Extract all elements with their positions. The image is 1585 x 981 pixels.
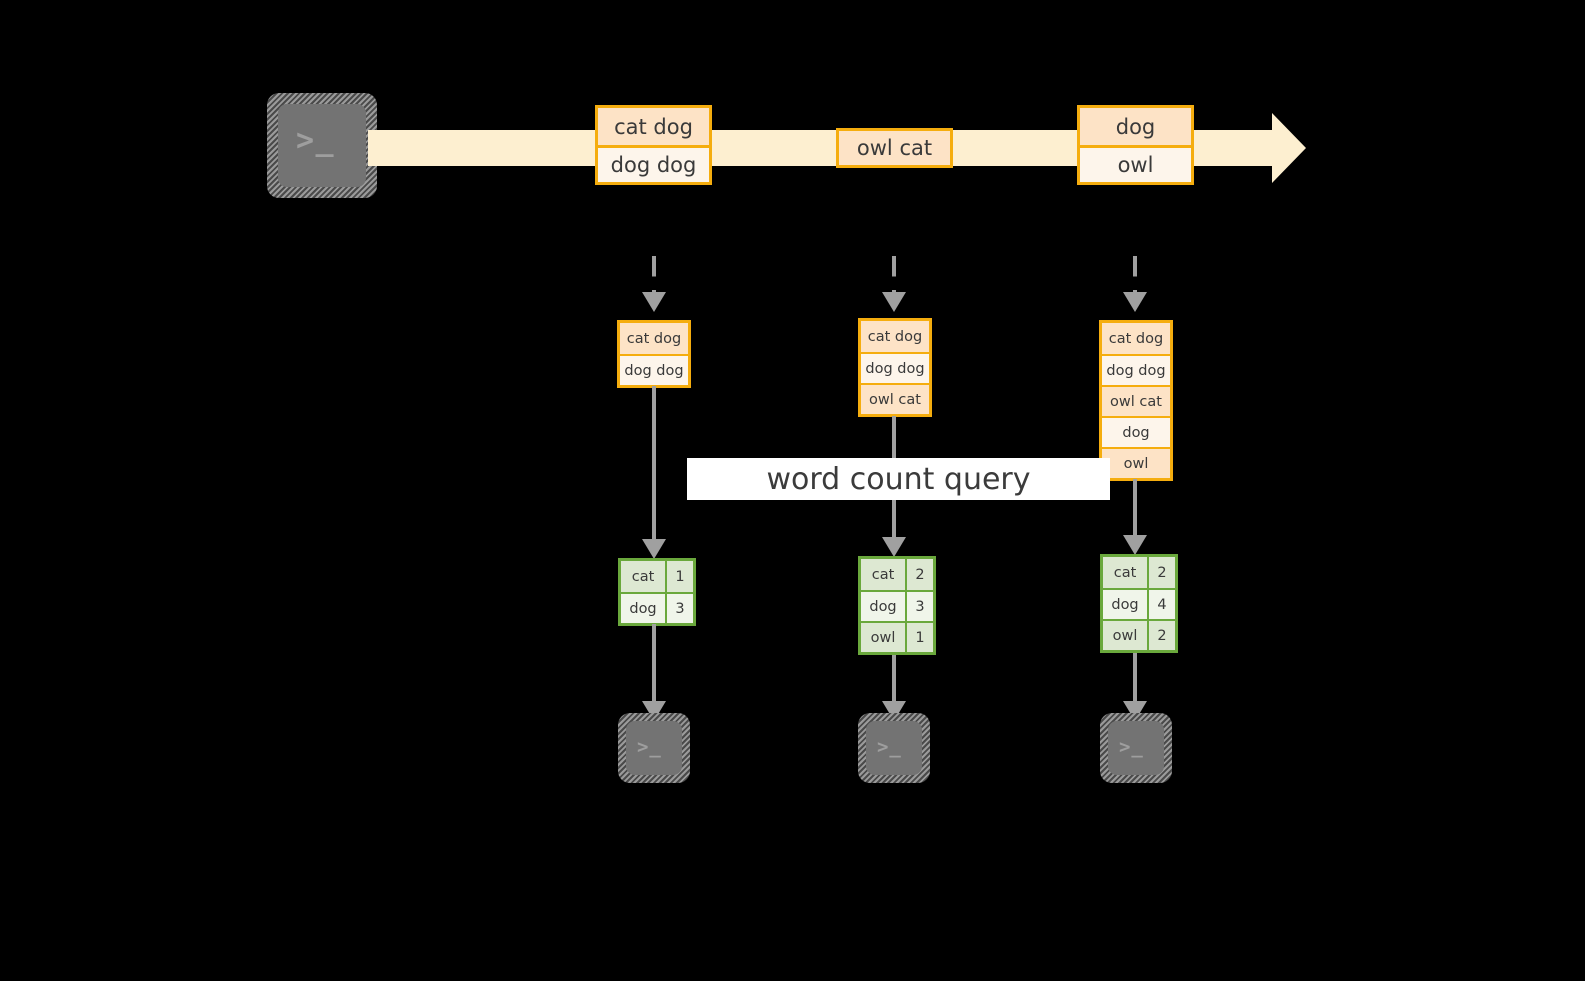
- input-row: cat dog: [861, 321, 929, 352]
- result-row: cat 1: [621, 561, 693, 592]
- result-word-cell: cat: [1103, 557, 1147, 588]
- stream-arrowhead: [1272, 113, 1306, 183]
- input-row: dog dog: [861, 352, 929, 383]
- result-count-cell: 1: [665, 561, 693, 592]
- snapshot-2-input-table: cat dog dog dog owl cat: [858, 318, 932, 417]
- result-word-cell: owl: [1103, 621, 1147, 650]
- stream-event-line: cat dog: [598, 108, 709, 145]
- result-row: cat 2: [861, 559, 933, 590]
- stream-tap-arrow-head-1: [642, 292, 666, 312]
- stream-tap-arrow-head-2: [882, 292, 906, 312]
- snapshot-3-result-table: cat 2 dog 4 owl 2: [1100, 554, 1178, 653]
- result-row: owl 2: [1103, 619, 1175, 650]
- stream-tap-arrow-head-3: [1123, 292, 1147, 312]
- input-row: owl cat: [861, 383, 929, 414]
- input-row: owl cat: [1102, 385, 1170, 416]
- stream-event-line: owl cat: [839, 131, 950, 165]
- stream-tap-arrow-shaft-3: [1133, 256, 1137, 292]
- result-row: cat 2: [1103, 557, 1175, 588]
- stream-event-2: owl cat: [836, 128, 953, 168]
- result-count-cell: 2: [905, 559, 933, 590]
- terminal-prompt-glyph: >_: [637, 736, 662, 758]
- input-row: owl: [1102, 447, 1170, 478]
- stream-event-line: owl: [1080, 145, 1191, 182]
- stream-event-line: dog dog: [598, 145, 709, 182]
- sink-terminal-icon-1: >_: [618, 713, 690, 783]
- result-word-cell: owl: [861, 623, 905, 652]
- stream-event-3: dog owl: [1077, 105, 1194, 185]
- sink-terminal-icon-3: >_: [1100, 713, 1172, 783]
- source-terminal-icon: >_: [267, 93, 377, 198]
- input-row: dog dog: [1102, 354, 1170, 385]
- input-row: dog: [1102, 416, 1170, 447]
- terminal-face: [278, 104, 366, 187]
- input-row: cat dog: [1102, 323, 1170, 354]
- sink-arrow-shaft-1: [652, 624, 656, 701]
- result-count-cell: 3: [665, 594, 693, 623]
- query-arrow-head-1: [642, 539, 666, 559]
- terminal-prompt-glyph: >_: [296, 123, 336, 158]
- terminal-prompt-glyph: >_: [877, 736, 902, 758]
- stream-event-line: dog: [1080, 108, 1191, 145]
- result-count-cell: 2: [1147, 621, 1175, 650]
- result-row: dog 4: [1103, 588, 1175, 619]
- result-word-cell: dog: [861, 592, 905, 621]
- stream-event-1: cat dog dog dog: [595, 105, 712, 185]
- query-arrow-shaft-3: [1133, 479, 1137, 535]
- result-word-cell: dog: [621, 594, 665, 623]
- stream-tap-arrow-shaft-2: [892, 256, 896, 292]
- input-row: dog dog: [620, 354, 688, 385]
- input-row: cat dog: [620, 323, 688, 354]
- result-row: dog 3: [861, 590, 933, 621]
- result-count-cell: 2: [1147, 557, 1175, 588]
- terminal-face: [626, 721, 682, 775]
- result-count-cell: 1: [905, 623, 933, 652]
- result-count-cell: 3: [905, 592, 933, 621]
- stream-tap-arrow-shaft-1: [652, 256, 656, 292]
- result-word-cell: cat: [861, 559, 905, 590]
- query-arrow-head-2: [882, 537, 906, 557]
- result-row: dog 3: [621, 592, 693, 623]
- query-arrow-head-3: [1123, 535, 1147, 555]
- snapshot-1-result-table: cat 1 dog 3: [618, 558, 696, 626]
- query-label: word count query: [687, 458, 1110, 500]
- result-word-cell: dog: [1103, 590, 1147, 619]
- sink-arrow-shaft-3: [1133, 653, 1137, 701]
- terminal-face: [866, 721, 922, 775]
- snapshot-2-result-table: cat 2 dog 3 owl 1: [858, 556, 936, 655]
- result-count-cell: 4: [1147, 590, 1175, 619]
- snapshot-3-input-table: cat dog dog dog owl cat dog owl: [1099, 320, 1173, 481]
- sink-terminal-icon-2: >_: [858, 713, 930, 783]
- snapshot-1-input-table: cat dog dog dog: [617, 320, 691, 388]
- query-arrow-shaft-1: [652, 386, 656, 539]
- sink-arrow-shaft-2: [892, 655, 896, 701]
- terminal-prompt-glyph: >_: [1119, 736, 1144, 758]
- terminal-face: [1108, 721, 1164, 775]
- result-word-cell: cat: [621, 561, 665, 592]
- result-row: owl 1: [861, 621, 933, 652]
